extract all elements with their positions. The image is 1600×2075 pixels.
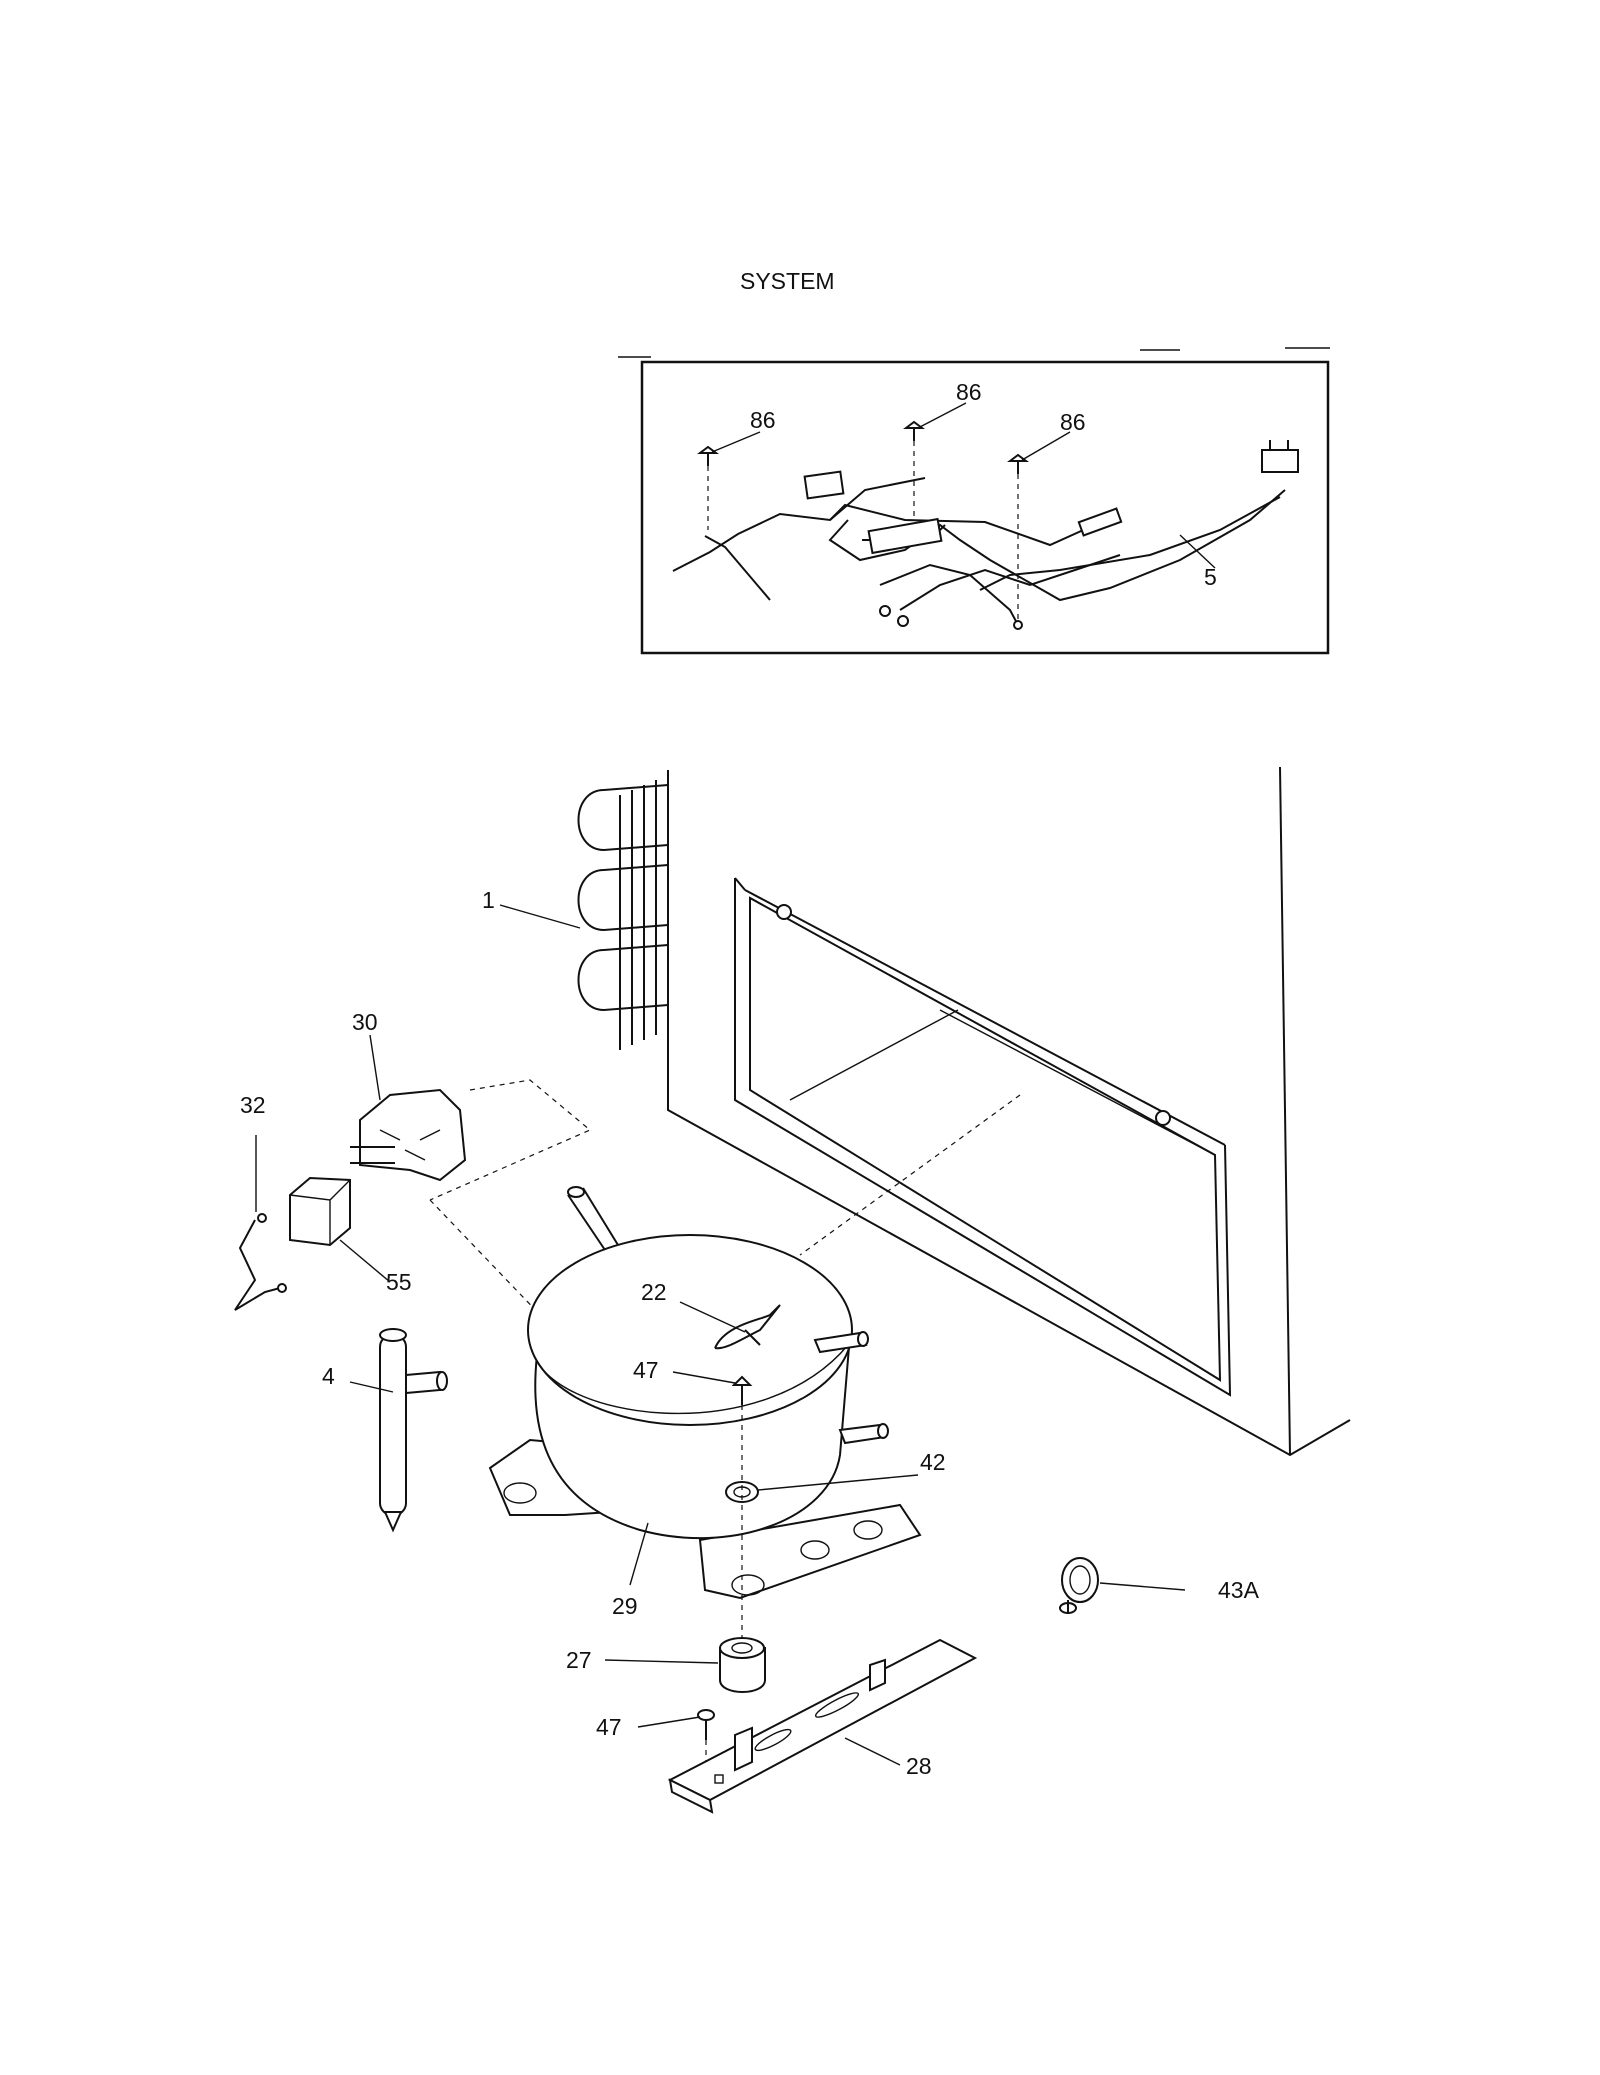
overload-icon [289,1176,351,1247]
callout-43a: 43A [1218,1577,1260,1603]
clip-icon [714,1304,781,1350]
wiring-harness-icon [672,440,1299,630]
callout-86: 86 [1060,409,1086,435]
callout-27: 27 [566,1647,592,1673]
callout-55: 55 [386,1269,412,1295]
screw-icon [697,1709,715,1770]
screw-icon [697,445,719,530]
callout-32: 32 [240,1092,266,1118]
cabinet-outline [667,766,1351,1457]
diagram-title: SYSTEM [740,268,835,294]
screw-icon [1007,453,1029,620]
mounting-bracket-icon [667,1638,978,1814]
wiring-harness-inset [618,347,1330,655]
wire-clip-icon [234,1213,287,1311]
callout-86: 86 [750,407,776,433]
callout-42: 42 [920,1449,946,1475]
screw-icon [903,420,925,520]
screw-icon [731,1375,753,1405]
callout-28: 28 [906,1753,932,1779]
clamp-icon [1059,1557,1099,1614]
callout-4: 4 [322,1363,335,1389]
relay-icon [350,1088,467,1182]
drier-icon [379,1328,448,1533]
callout-30: 30 [352,1009,378,1035]
grommet-icon [719,1637,766,1693]
callout-22: 22 [641,1279,667,1305]
callout-1: 1 [482,887,495,913]
callout-5: 5 [1204,564,1217,590]
callout-47: 47 [633,1357,659,1383]
leader-lines [255,402,1216,1766]
callout-47: 47 [596,1714,622,1740]
condenser-icon [577,775,669,1050]
callout-86: 86 [956,379,982,405]
callout-29: 29 [612,1593,638,1619]
compressor-icon [488,1186,922,1600]
